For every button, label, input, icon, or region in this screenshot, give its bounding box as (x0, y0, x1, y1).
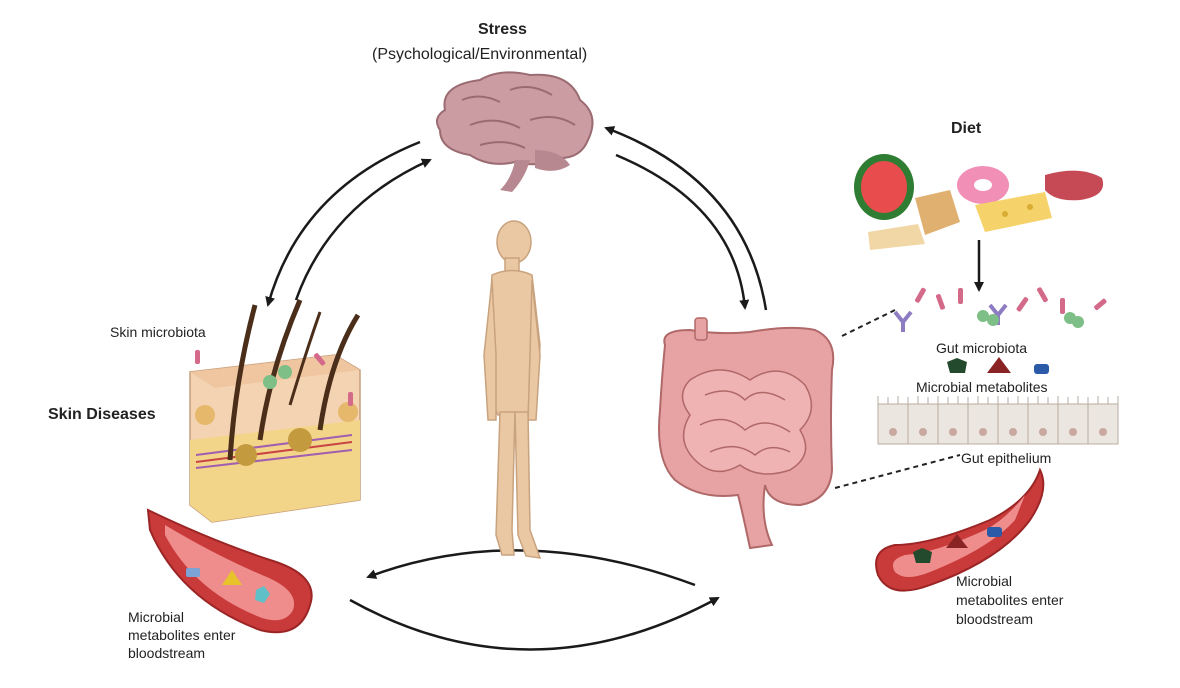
human-figure (483, 220, 542, 559)
gut-epithelium (877, 396, 1119, 445)
intestine-illustration (658, 317, 835, 550)
arrow-brain-to-skin (265, 140, 421, 307)
right-blood-vessel (875, 467, 1045, 592)
right-bloodstream-line-1: Microbial (956, 573, 1013, 589)
left-blood-vessel (146, 508, 313, 634)
arrow-skin-to-gut (349, 596, 720, 651)
dashed-leaders (834, 309, 961, 489)
gut-microbiota-cluster (893, 287, 1107, 332)
left-bloodstream-line-2: metabolites enter (128, 627, 236, 643)
skin-illustration (189, 299, 361, 523)
arrow-brain-to-gut (615, 153, 750, 310)
skin-microbiota-label: Skin microbiota (110, 324, 206, 340)
brain-illustration (435, 71, 594, 192)
metabolite-shapes (947, 357, 1049, 374)
right-bloodstream-line-2: metabolites enter (956, 592, 1064, 608)
left-bloodstream-caption: Microbial metabolites enter bloodstream (128, 608, 235, 662)
microbial-metabolites-label: Microbial metabolites (916, 379, 1048, 395)
diet-title: Diet (951, 120, 982, 137)
food-illustration (854, 154, 1104, 250)
right-bloodstream-line-3: bloodstream (956, 611, 1034, 627)
right-bloodstream-caption: Microbial metabolites enter bloodstream (956, 572, 1063, 629)
arrow-skin-to-brain (294, 158, 432, 301)
left-bloodstream-line-3: bloodstream (128, 645, 206, 661)
skin-diseases-title: Skin Diseases (48, 406, 156, 423)
left-bloodstream-line-1: Microbial (128, 609, 185, 625)
gut-microbiota-label: Gut microbiota (936, 340, 1028, 356)
stress-title: Stress (478, 21, 527, 38)
stress-subtitle: (Psychological/Environmental) (372, 46, 588, 63)
arrow-gut-to-brain (604, 126, 768, 311)
gut-epithelium-label: Gut epithelium (961, 450, 1052, 466)
